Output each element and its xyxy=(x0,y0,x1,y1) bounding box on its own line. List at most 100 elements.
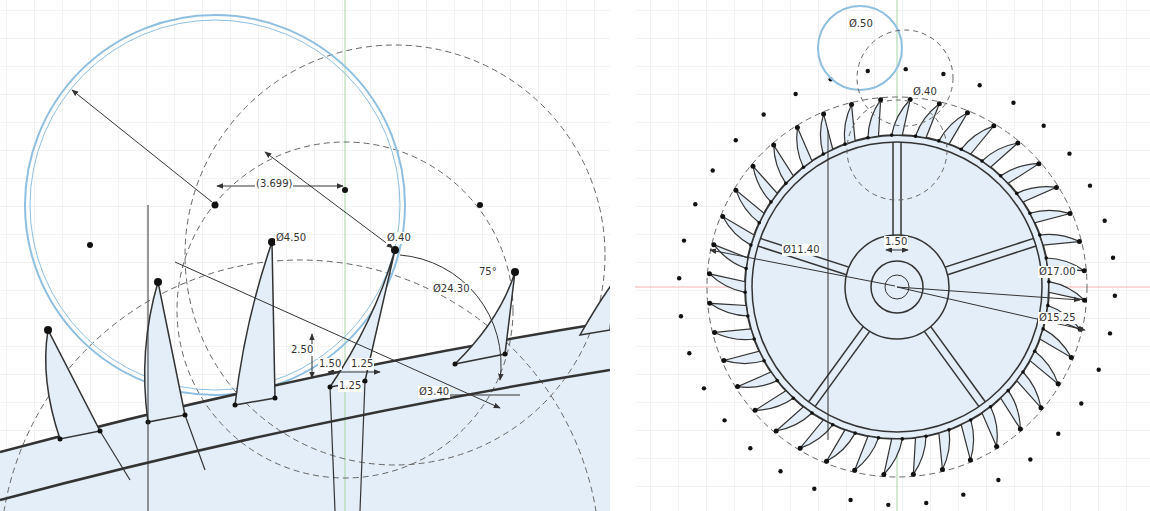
construction-point xyxy=(748,446,752,450)
blade-base-point xyxy=(937,139,941,143)
full-view xyxy=(635,0,1150,511)
construction-point xyxy=(1056,431,1060,435)
blade-base-point xyxy=(877,436,881,440)
blade-shape xyxy=(710,303,748,316)
construction-point xyxy=(702,386,706,390)
dimension-label: 1.50 xyxy=(318,358,342,370)
construction-point xyxy=(866,69,870,73)
construction-point xyxy=(693,202,697,206)
zoom-view xyxy=(0,0,610,511)
blade-tip-point xyxy=(878,97,883,102)
blade-shape xyxy=(774,145,794,183)
construction-point xyxy=(812,487,816,491)
blade-base-point xyxy=(810,411,814,415)
blade-base-point xyxy=(980,159,984,163)
blade-tip-point xyxy=(1036,161,1041,166)
blade-tip-point xyxy=(911,472,916,477)
construction-point xyxy=(722,418,726,422)
dimension-label: 1.50 xyxy=(884,236,908,248)
blade-base-point xyxy=(784,182,788,186)
blade-base-point xyxy=(914,134,918,138)
blade-shape xyxy=(1017,372,1041,408)
construction-point xyxy=(1097,367,1101,371)
blade-base-point xyxy=(792,396,796,400)
blade-tip-point xyxy=(707,271,712,276)
blade-shape xyxy=(939,430,950,470)
blade-tip-point xyxy=(751,164,756,169)
dimension-label: Ø3.40 xyxy=(418,386,450,398)
dimension-label: Ø.40 xyxy=(912,86,938,98)
blade-base-point xyxy=(1038,233,1042,237)
blade-tip-point xyxy=(1018,426,1023,431)
blade-shape xyxy=(982,407,997,447)
blade-tip-point xyxy=(1082,268,1087,273)
dimension-label: Ø4.50 xyxy=(275,232,307,244)
construction-point xyxy=(961,492,965,496)
construction-point xyxy=(679,314,683,318)
blade-tip-point xyxy=(852,468,857,473)
blade-base-point xyxy=(924,434,928,438)
dimension-label: 1.25 xyxy=(350,358,374,370)
blade-base-point xyxy=(749,243,753,247)
blade-shape xyxy=(884,439,902,475)
blade-shape xyxy=(736,190,764,223)
construction-point xyxy=(1102,218,1106,222)
blade-tip-point xyxy=(824,459,829,464)
blade-tip-point xyxy=(707,301,712,306)
blade-base-point xyxy=(999,174,1003,178)
dimension-label: Ø11.40 xyxy=(782,244,821,256)
dimension-label: 75° xyxy=(478,266,498,278)
blade-shape xyxy=(715,329,755,340)
construction-point xyxy=(1041,124,1045,128)
blade-base-point xyxy=(1028,211,1032,215)
construction-point xyxy=(682,238,686,242)
blade-tip-point xyxy=(753,408,758,413)
blade-base-point xyxy=(1047,280,1051,284)
blade-base-point xyxy=(744,267,748,271)
dimension-label: 2.50 xyxy=(290,344,314,356)
construction-point xyxy=(1108,331,1112,335)
blade-base-point xyxy=(1033,349,1037,353)
construction-point xyxy=(1079,401,1083,405)
blade-base-point xyxy=(866,136,870,140)
dimension-label: Ø17.00 xyxy=(1038,266,1077,278)
blade-tip-point xyxy=(937,101,942,106)
construction-point xyxy=(1011,101,1015,105)
construction-point xyxy=(761,112,765,116)
blade-base-point xyxy=(762,359,766,363)
blade-shape xyxy=(892,99,910,135)
construction-point xyxy=(793,92,797,96)
blade-tip-point xyxy=(774,428,779,433)
blade-base-point xyxy=(743,291,747,295)
blade-base-point xyxy=(746,314,750,318)
blade-tip-point xyxy=(968,458,973,463)
construction-point xyxy=(941,72,945,76)
blade-base-point xyxy=(969,418,973,422)
dimension-label: 1.25 xyxy=(338,380,362,392)
blade-tip-point xyxy=(735,384,740,389)
blade-shape xyxy=(776,407,812,431)
blade-shape xyxy=(1040,329,1071,358)
blade-shape xyxy=(961,420,973,460)
blade-tip-point xyxy=(1056,381,1061,386)
dimension-label: Ø.50 xyxy=(848,18,874,30)
construction-point xyxy=(1028,457,1032,461)
blade-tip-point xyxy=(994,444,999,449)
blade-shape xyxy=(724,351,764,363)
blade-shape xyxy=(709,274,745,292)
blade-shape xyxy=(913,436,926,474)
dimension-label: (3.699) xyxy=(255,178,293,190)
blade-shape xyxy=(723,217,754,246)
blade-tip-point xyxy=(798,446,803,451)
blade-base-point xyxy=(901,437,905,441)
construction-point xyxy=(687,351,691,355)
dimension-label: Ø24.30 xyxy=(432,283,471,295)
blade-tip-point xyxy=(733,188,738,193)
blade-tip-point xyxy=(1068,211,1073,216)
dimension-label: Ø.40 xyxy=(386,232,412,244)
blade-tip-point xyxy=(1082,298,1087,303)
blade-base-point xyxy=(1041,327,1045,331)
blade-shape xyxy=(753,166,777,202)
